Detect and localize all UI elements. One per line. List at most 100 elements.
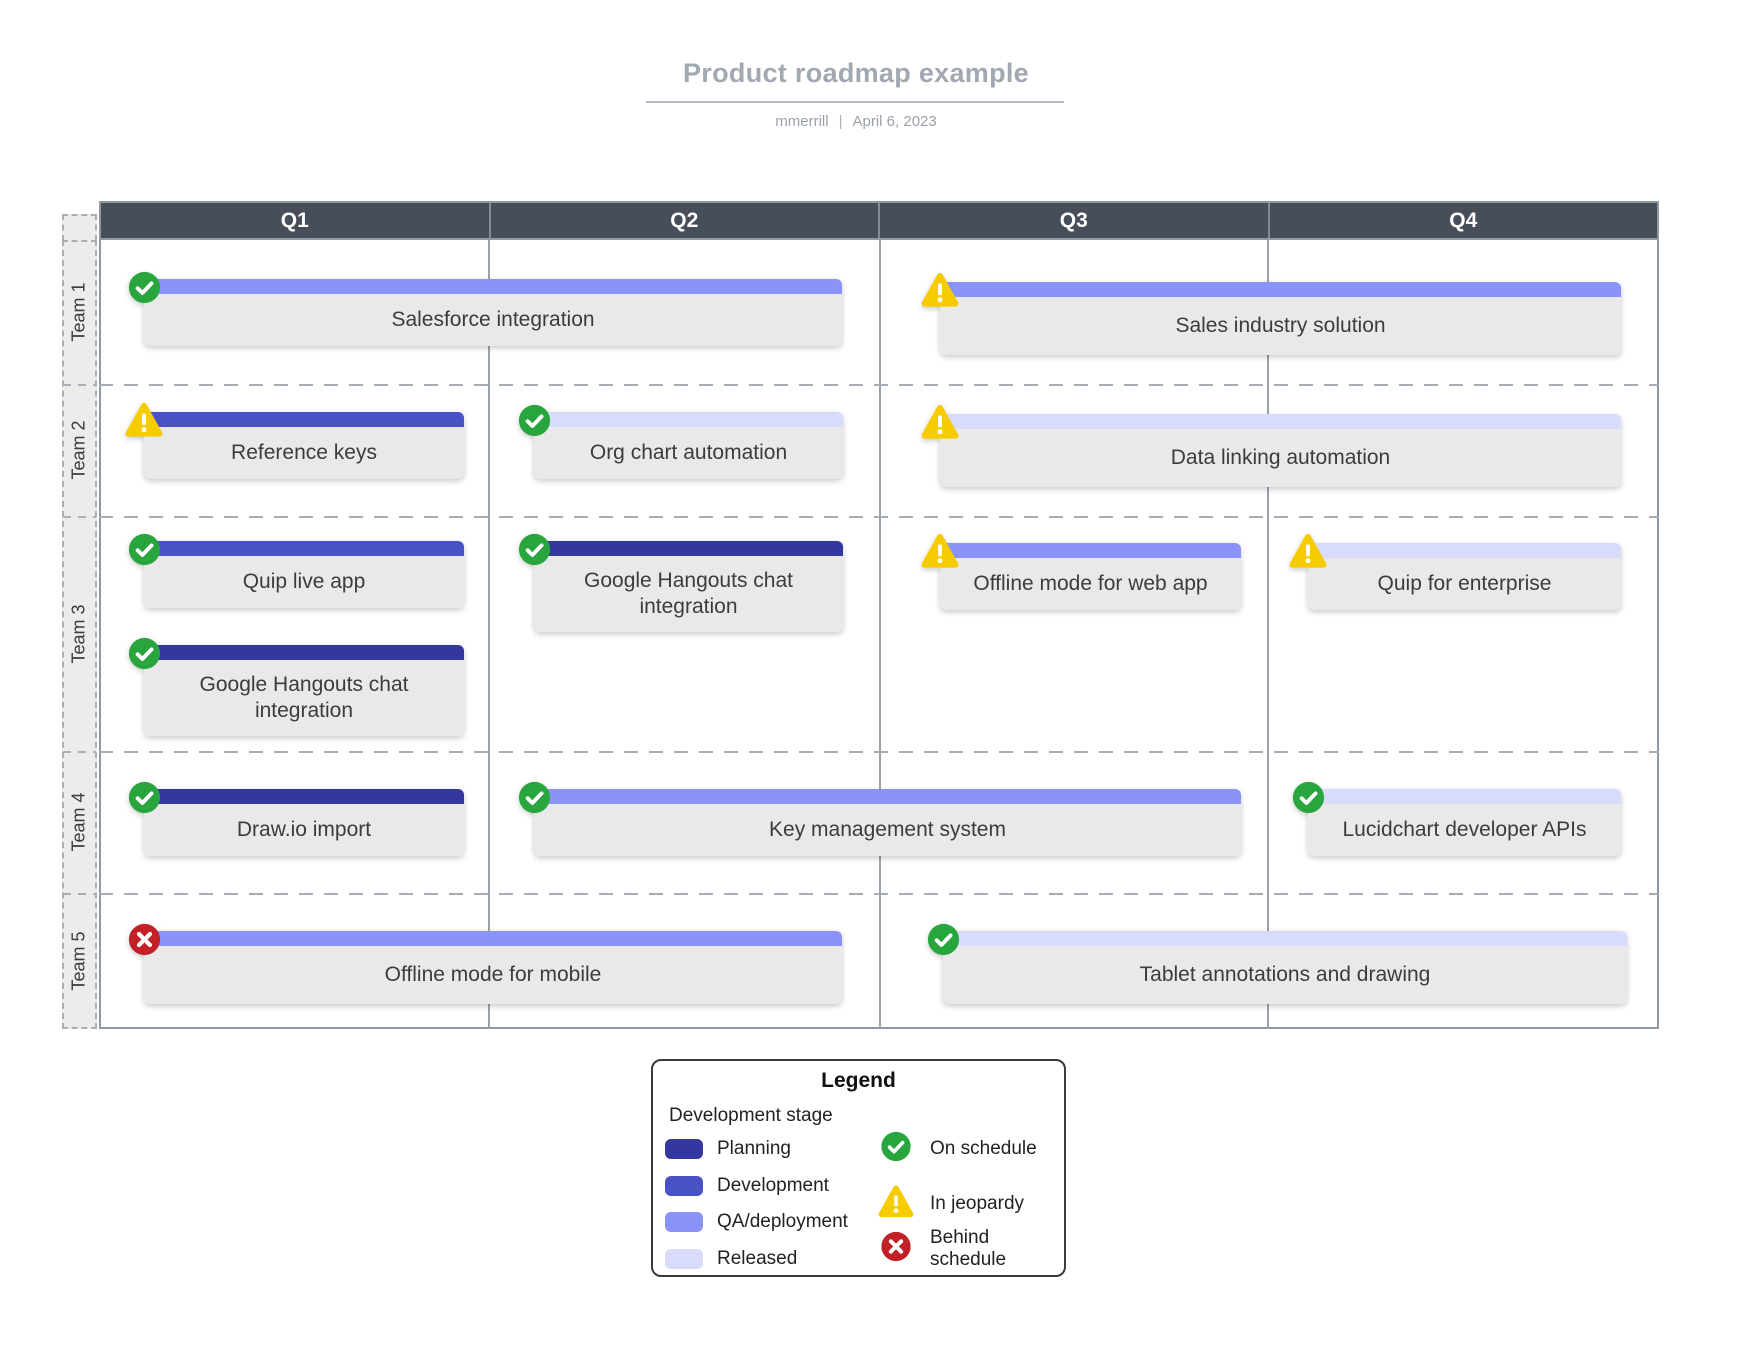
column-grid-line [1267, 240, 1269, 1029]
row-divider-dashed-line [99, 516, 1659, 518]
task-label: Google Hangouts chat integration [534, 556, 843, 632]
status-on-schedule [518, 404, 551, 437]
legend-stage-label: QA/deployment [717, 1211, 848, 1232]
author: mmerrill [775, 113, 829, 130]
task-stage-stripe-qa_deployment [144, 279, 842, 294]
team-strip-divider [63, 751, 96, 753]
task-label: Sales industry solution [940, 297, 1621, 355]
task-stage-stripe-planning [144, 645, 464, 660]
task-stage-stripe-released [534, 412, 843, 427]
warning-icon [125, 402, 163, 437]
task-bar[interactable]: Reference keys [125, 402, 464, 479]
task-stage-stripe-qa_deployment [940, 282, 1621, 297]
task-label: Quip live app [144, 556, 464, 608]
check-icon [518, 781, 551, 814]
task-bar[interactable]: Salesforce integration [128, 271, 842, 346]
task-bar[interactable]: Data linking automation [921, 404, 1621, 487]
task-label: Tablet annotations and drawing [943, 946, 1627, 1004]
task-bar[interactable]: Quip live app [128, 533, 464, 608]
status-on-schedule [128, 533, 161, 566]
task-stage-stripe-released [1308, 543, 1621, 558]
legend-stage-label: Released [717, 1247, 798, 1269]
status-on-schedule [128, 271, 161, 304]
task-bar[interactable]: Lucidchart developer APIs [1292, 781, 1621, 856]
legend-swatch-development [665, 1175, 703, 1196]
task-bar[interactable]: Tablet annotations and drawing [927, 923, 1627, 1004]
check-icon [1292, 781, 1325, 814]
task-stage-stripe-released [1308, 789, 1621, 804]
task-bar[interactable]: Offline mode for mobile [128, 923, 842, 1004]
task-stage-stripe-development [144, 412, 464, 427]
task-label: Key management system [534, 804, 1241, 856]
row-divider-dashed-line [99, 751, 1659, 753]
task-bar[interactable]: Sales industry solution [921, 272, 1621, 355]
task-bar[interactable]: Google Hangouts chat integration [128, 637, 464, 736]
cross-icon [881, 1231, 911, 1262]
status-in-jeopardy [921, 272, 959, 308]
date: April 6, 2023 [852, 113, 937, 130]
legend-stage-label: Development [717, 1174, 829, 1196]
warning-icon [878, 1185, 914, 1218]
check-icon [128, 637, 161, 670]
page-title: Product roadmap example [683, 58, 1029, 88]
check-icon [518, 533, 551, 566]
warning-icon [921, 272, 959, 307]
column-grid-line [879, 240, 881, 1029]
team-strip-divider [63, 893, 96, 895]
task-label: Google Hangouts chat integration [144, 660, 464, 736]
task-label: Offline mode for web app [940, 558, 1241, 610]
task-stage-stripe-planning [144, 789, 464, 804]
task-stage-stripe-development [144, 541, 464, 556]
warning-icon [921, 404, 959, 439]
team-strip-divider [63, 384, 96, 386]
task-bar[interactable]: Org chart automation [518, 404, 843, 479]
status-in-jeopardy [921, 404, 959, 440]
status-on-schedule [128, 781, 161, 814]
task-bar[interactable]: Draw.io import [128, 781, 464, 856]
check-icon [128, 781, 161, 814]
task-stage-stripe-qa_deployment [940, 543, 1241, 558]
team-strip [62, 240, 97, 1029]
title-underline [646, 101, 1064, 103]
team-row-label-5: Team 5 [68, 931, 89, 991]
team-strip-divider [63, 516, 96, 518]
legend-subtitle: Development stage [669, 1105, 833, 1126]
legend-swatch-planning [665, 1139, 703, 1159]
status-on-schedule [518, 781, 551, 814]
task-label: Data linking automation [940, 429, 1621, 487]
check-icon [518, 404, 551, 437]
subtitle-separator: | [838, 113, 843, 130]
task-bar[interactable]: Quip for enterprise [1289, 533, 1621, 610]
status-behind-schedule [128, 923, 161, 956]
quarter-header-q3: Q3 [880, 203, 1270, 238]
title-block: Product roadmap example [596, 58, 1116, 89]
task-bar[interactable]: Google Hangouts chat integration [518, 533, 843, 632]
legend-status-behind-schedule [881, 1231, 912, 1267]
status-on-schedule [1292, 781, 1325, 814]
status-on-schedule [927, 923, 960, 956]
task-label: Reference keys [144, 427, 464, 479]
quarter-header-q2: Q2 [491, 203, 880, 238]
page-subtitle: mmerrill | April 6, 2023 [596, 113, 1116, 130]
quarter-header-q4: Q4 [1449, 208, 1478, 232]
task-label: Salesforce integration [144, 294, 842, 346]
task-label: Quip for enterprise [1308, 558, 1621, 610]
row-divider-dashed-line [99, 384, 1659, 386]
legend-stage-label: Planning [717, 1138, 791, 1159]
task-bar[interactable]: Key management system [518, 781, 1241, 856]
check-icon [128, 533, 161, 566]
task-bar[interactable]: Offline mode for web app [921, 533, 1241, 610]
legend-title: Legend [821, 1069, 896, 1092]
task-stage-stripe-released [943, 931, 1627, 946]
team-row-label-3: Team 3 [68, 604, 89, 664]
row-divider-dashed-line [99, 893, 1659, 895]
legend-swatch-qa_deployment [665, 1212, 703, 1232]
team-row-label-2: Team 2 [68, 420, 89, 480]
team-row-label-4: Team 4 [68, 792, 89, 852]
quarter-header-q1: Q1 [101, 203, 491, 238]
legend-status-label: On schedule [930, 1138, 1037, 1159]
team-strip-tab [62, 214, 97, 241]
